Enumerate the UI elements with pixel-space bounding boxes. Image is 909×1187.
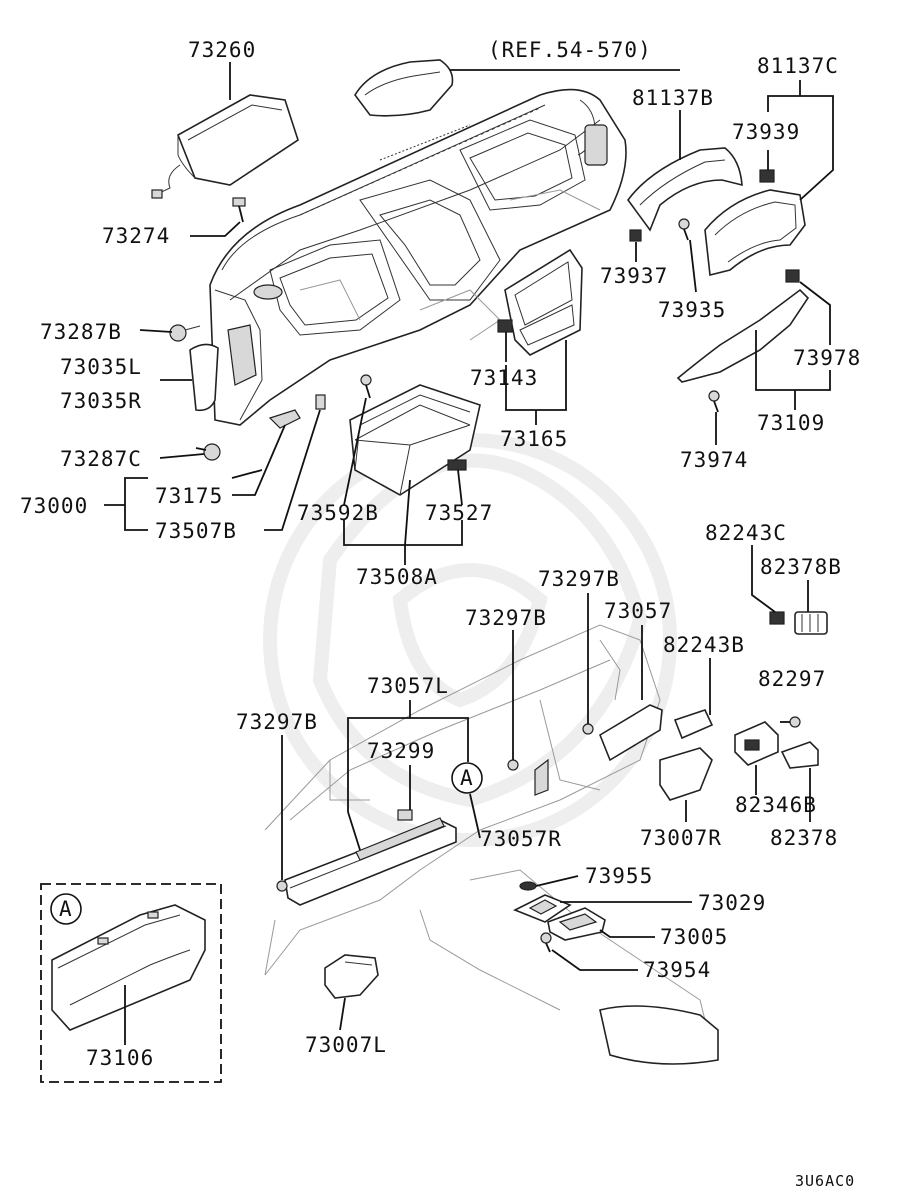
- part-73954-shape: [540, 932, 552, 953]
- label-73299: 73299: [367, 739, 435, 763]
- part-labels: (REF.54-570) 73260 73274 73287B 73035L 7…: [20, 38, 861, 1187]
- part-73297B-screws: [276, 723, 594, 892]
- inset-marker: A: [59, 897, 73, 921]
- label-73974: 73974: [680, 448, 748, 472]
- part-73937-shape: [629, 229, 642, 242]
- label-73592B: 73592B: [297, 501, 379, 525]
- label-73175: 73175: [155, 484, 223, 508]
- label-73297B-c: 73297B: [236, 710, 318, 734]
- ref-dash-pad-shape: [354, 59, 454, 117]
- part-73165-shape: [504, 248, 583, 356]
- part-73935-shape: [678, 218, 690, 241]
- label-73274: 73274: [102, 224, 170, 248]
- label-73939: 73939: [732, 120, 800, 144]
- label-73935: 73935: [658, 298, 726, 322]
- callout-a: [451, 762, 483, 794]
- part-73592B-shape: [360, 374, 372, 399]
- part-82297-shape: [780, 716, 801, 728]
- label-82297: 82297: [758, 667, 826, 691]
- part-73260-shape: [151, 94, 299, 199]
- label-82346B: 82346B: [735, 793, 817, 817]
- part-73143-shape: [497, 319, 513, 333]
- label-73978: 73978: [793, 346, 861, 370]
- lower-dashboard-panel: [264, 624, 719, 1065]
- ref-note: (REF.54-570): [488, 38, 652, 62]
- part-73007R-shape: [659, 747, 713, 801]
- label-73527: 73527: [425, 501, 493, 525]
- part-82243B-shape: [673, 709, 714, 740]
- label-73937: 73937: [600, 264, 668, 288]
- label-73035L: 73035L: [60, 355, 142, 379]
- label-82243B: 82243B: [663, 633, 745, 657]
- part-73035-shape: [189, 324, 257, 412]
- part-73287B-shape: [169, 324, 201, 342]
- label-73297B-b: 73297B: [465, 606, 547, 630]
- label-73260: 73260: [188, 38, 256, 62]
- label-73007L: 73007L: [305, 1033, 387, 1057]
- part-73508A-shape: [349, 384, 481, 496]
- label-82378B: 82378B: [760, 555, 842, 579]
- label-73057: 73057: [604, 599, 672, 623]
- part-73978-shape: [785, 269, 800, 283]
- label-82378: 82378: [770, 826, 838, 850]
- label-73508A: 73508A: [356, 565, 438, 589]
- label-73057L: 73057L: [367, 674, 449, 698]
- part-73527-shape: [447, 459, 467, 471]
- part-73955-shape: [519, 881, 537, 891]
- label-73297B-a: 73297B: [538, 567, 620, 591]
- label-73507B: 73507B: [155, 519, 237, 543]
- upper-dashboard-panel: [209, 88, 627, 426]
- label-81137B: 81137B: [632, 86, 714, 110]
- part-73007L-shape: [324, 954, 379, 999]
- label-73057R: 73057R: [480, 827, 562, 851]
- part-73175-shape: [268, 409, 301, 429]
- label-73109: 73109: [757, 411, 825, 435]
- label-73955: 73955: [585, 864, 653, 888]
- callout-marker: A: [460, 766, 474, 790]
- part-73274-shape: [232, 197, 246, 223]
- leader-lines: [104, 62, 834, 1045]
- part-73507B-shape: [315, 394, 326, 410]
- inset-box-a: [40, 883, 222, 1083]
- label-73143: 73143: [470, 366, 538, 390]
- label-73287C: 73287C: [60, 447, 142, 471]
- label-73106: 73106: [86, 1046, 154, 1070]
- part-81137C-shape: [704, 189, 806, 276]
- part-73029-shape: [513, 894, 572, 923]
- label-73165: 73165: [500, 427, 568, 451]
- part-82346B-shape: [734, 721, 779, 766]
- part-81137B-shape: [627, 147, 743, 232]
- part-73974-shape: [708, 390, 720, 413]
- label-73029: 73029: [698, 891, 766, 915]
- label-73007R: 73007R: [640, 826, 722, 850]
- label-73035R: 73035R: [60, 389, 142, 413]
- part-73287C-shape: [195, 443, 221, 461]
- part-73939-shape: [759, 169, 775, 183]
- label-73005: 73005: [660, 925, 728, 949]
- label-82243C: 82243C: [705, 521, 787, 545]
- label-73000: 73000: [20, 494, 88, 518]
- part-82243C-shape: [769, 611, 785, 625]
- label-73287B: 73287B: [40, 320, 122, 344]
- diagram-code: 3U6AC0: [795, 1172, 855, 1187]
- label-81137C: 81137C: [757, 54, 839, 78]
- label-73954: 73954: [643, 958, 711, 982]
- part-82378B-shape: [794, 611, 828, 635]
- part-73109-shape: [676, 288, 810, 383]
- part-82378-shape: [780, 741, 819, 769]
